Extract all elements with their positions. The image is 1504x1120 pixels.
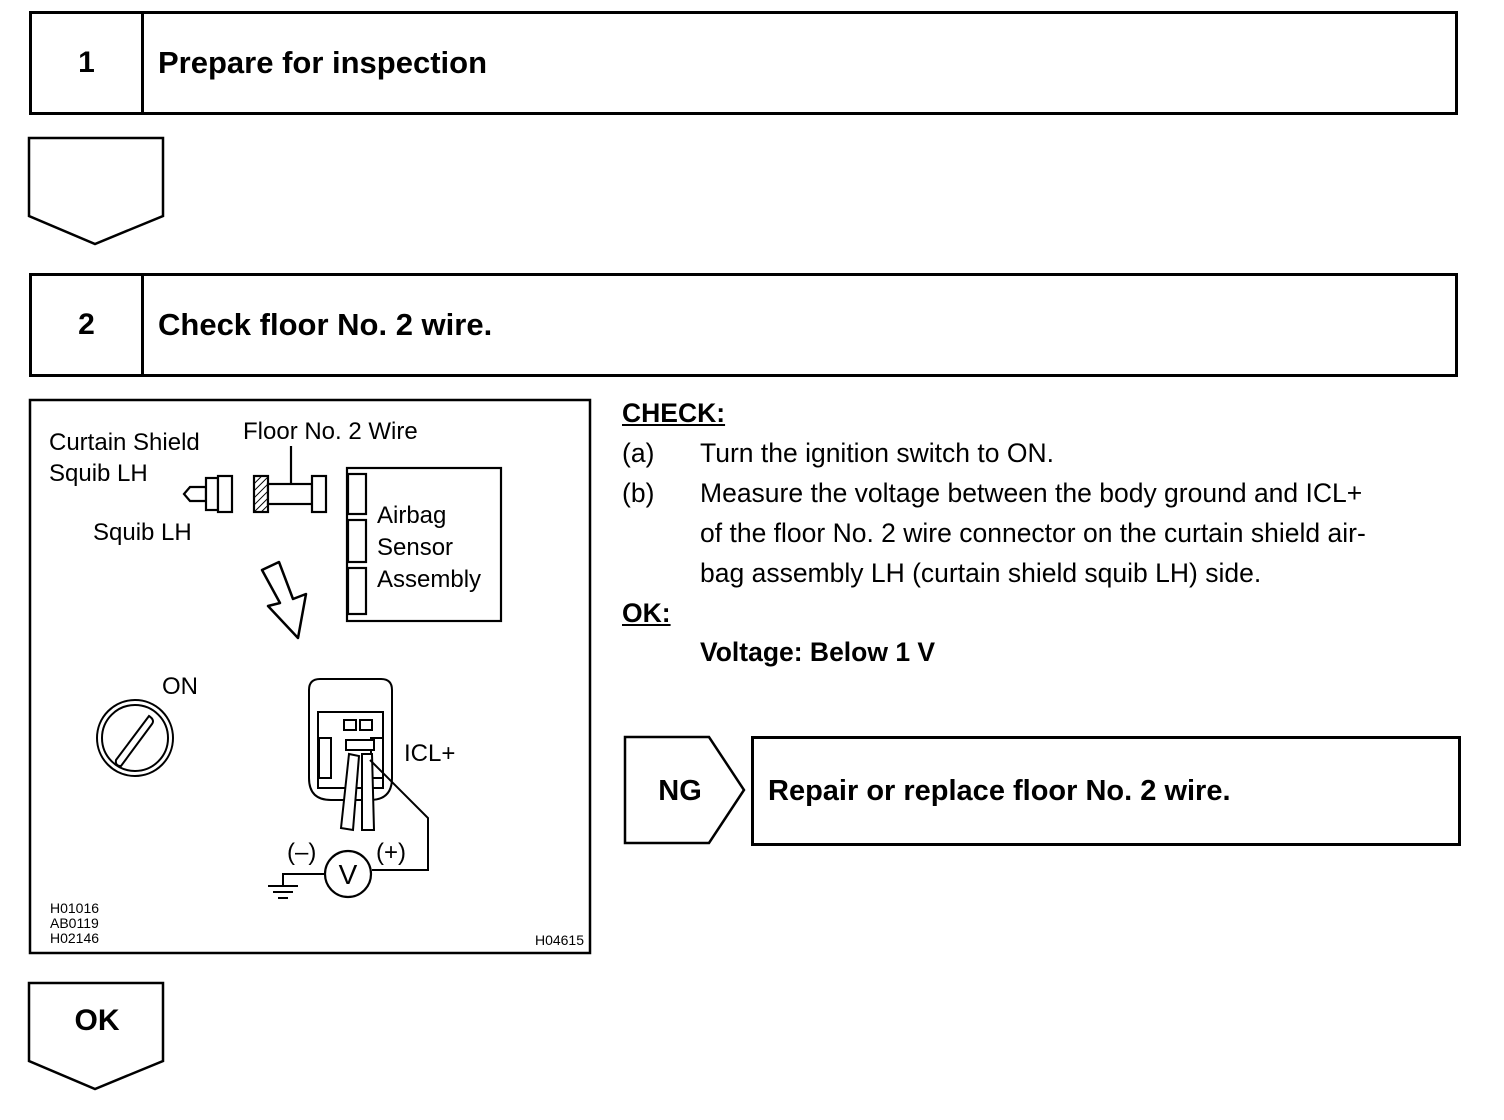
- step-1-title: Prepare for inspection: [158, 45, 488, 80]
- curtain-shield-label-2: Squib LH: [49, 460, 148, 487]
- item-key: (b): [622, 478, 655, 508]
- probe-leads: [339, 752, 376, 832]
- airbag-sensor-assembly: [345, 466, 503, 623]
- floor-wire-label: Floor No. 2 Wire: [243, 418, 418, 445]
- negative-lead: [282, 873, 325, 886]
- ref-code-3: H02146: [50, 930, 99, 946]
- wiring-diagram: Curtain Shield Squib LH Floor No. 2 Wire…: [28, 398, 592, 955]
- positive-lead: [369, 759, 429, 871]
- sensor-label-3: Assembly: [377, 566, 481, 593]
- on-label: ON: [162, 673, 198, 700]
- icl-label: ICL+: [404, 740, 455, 767]
- ok-label: OK:: [622, 598, 671, 628]
- flow-arrow-1: [27, 136, 165, 246]
- sensor-label-1: Airbag: [377, 502, 446, 529]
- item-text-line3: bag assembly LH (curtain shield squib LH…: [700, 558, 1262, 588]
- minus-label: (–): [287, 839, 316, 866]
- item-text: Turn the ignition switch to ON.: [700, 438, 1054, 468]
- down-arrow-icon: [260, 560, 308, 640]
- ng-action-text: Repair or replace floor No. 2 wire.: [768, 774, 1231, 807]
- ok-flow-label: OK: [74, 1004, 120, 1037]
- ok-heading: OK:: [622, 593, 671, 633]
- step-1-number: 1: [32, 14, 144, 112]
- ref-code-2: AB0119: [50, 915, 99, 931]
- squib-connector: [182, 474, 234, 514]
- item-key: (a): [622, 438, 655, 468]
- step-1-box: 1 Prepare for inspection: [29, 11, 1458, 115]
- ok-flow-arrow: [27, 981, 165, 1091]
- ng-action-box: Repair or replace floor No. 2 wire.: [751, 736, 1461, 846]
- check-label: CHECK:: [622, 398, 726, 428]
- step-2-title: Check floor No. 2 wire.: [158, 307, 493, 342]
- step-2-number: 2: [32, 276, 144, 374]
- sensor-label-2: Sensor: [377, 534, 453, 561]
- squib-label: Squib LH: [93, 519, 192, 546]
- floor-wire-connector: [252, 446, 328, 514]
- voltmeter-icon: [323, 849, 373, 899]
- ng-arrow-box: [623, 735, 746, 845]
- ignition-switch-icon: [96, 699, 174, 777]
- ok-value: Voltage: Below 1 V: [700, 637, 936, 667]
- ref-code-1: H01016: [50, 900, 99, 916]
- voltmeter-label: V: [339, 859, 358, 890]
- item-text-line2: of the floor No. 2 wire connector on the…: [700, 518, 1366, 548]
- ref-code-right: H04615: [535, 932, 584, 948]
- plus-label: (+): [376, 839, 406, 866]
- step-2-box: 2 Check floor No. 2 wire.: [29, 273, 1458, 377]
- curtain-shield-label-1: Curtain Shield: [49, 429, 200, 456]
- item-text-line1: Measure the voltage between the body gro…: [700, 478, 1363, 508]
- ng-label: NG: [658, 774, 702, 807]
- check-heading: CHECK:: [622, 393, 725, 433]
